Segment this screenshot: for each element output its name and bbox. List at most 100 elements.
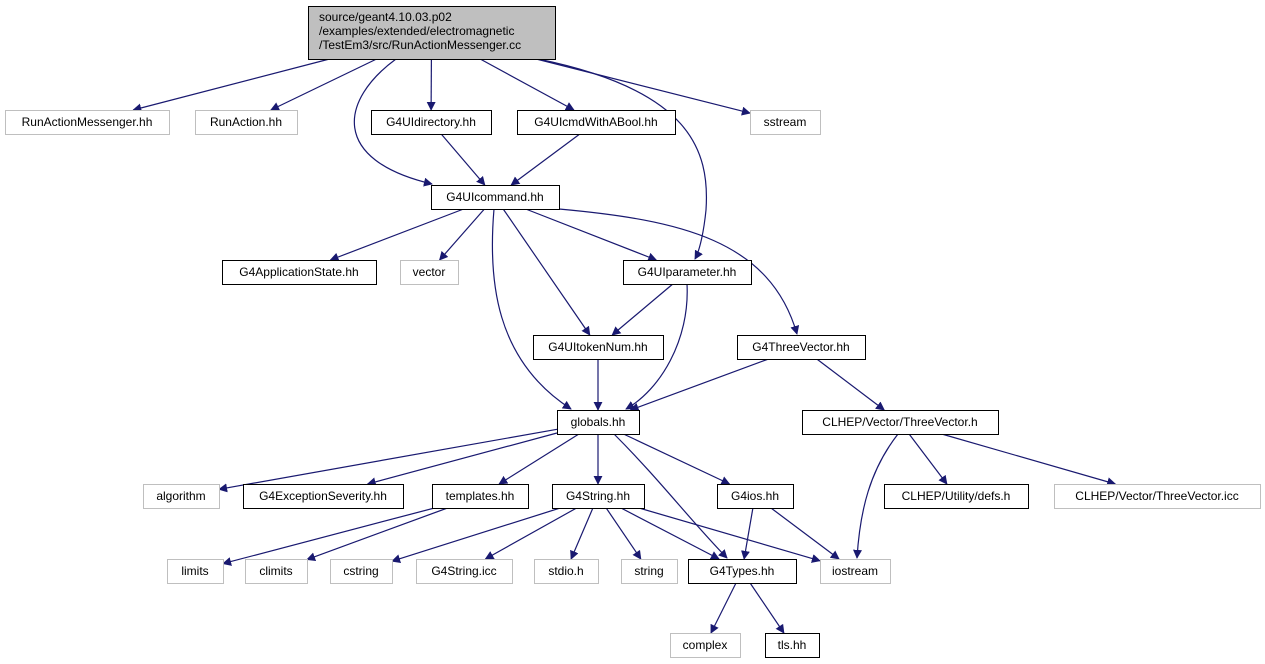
- node-box: [884, 484, 1029, 509]
- node-clhep_threevector_icc: CLHEP/Vector/ThreeVector.icc: [1054, 484, 1261, 509]
- node-label: globals.hh: [571, 415, 626, 429]
- node-limits: limits: [167, 559, 224, 584]
- edges-layer: [132, 58, 1117, 634]
- node-g4exceptionseverity_hh[interactable]: G4ExceptionSeverity.hh: [243, 484, 404, 509]
- node-label: algorithm: [156, 489, 205, 503]
- node-root[interactable]: source/geant4.10.03.p02/examples/extende…: [308, 6, 556, 60]
- edge-templates_hh-to-limits: [222, 507, 435, 566]
- node-box: [330, 559, 393, 584]
- edge-g4threevector_hh-to-globals_hh: [629, 358, 769, 412]
- node-label: G4String.icc: [431, 564, 496, 578]
- node-label: G4ApplicationState.hh: [239, 265, 358, 279]
- node-label: tls.hh: [778, 638, 807, 652]
- node-box: [517, 110, 676, 135]
- node-g4uiparameter_hh[interactable]: G4UIparameter.hh: [623, 260, 752, 285]
- node-label: /examples/extended/electromagnetic: [319, 24, 514, 38]
- node-globals_hh[interactable]: globals.hh: [557, 410, 640, 435]
- edge-globals_hh-to-g4ios_hh: [623, 433, 731, 485]
- edge-root-to-sstream: [536, 58, 751, 116]
- node-box: [143, 484, 220, 509]
- node-label: G4UIdirectory.hh: [386, 115, 476, 129]
- node-box: [688, 559, 797, 584]
- node-g4types_hh[interactable]: G4Types.hh: [688, 559, 797, 584]
- node-g4uicommand_hh[interactable]: G4UIcommand.hh: [431, 185, 560, 210]
- node-string: string: [621, 559, 678, 584]
- node-label: /TestEm3/src/RunActionMessenger.cc: [319, 38, 521, 52]
- node-label: stdio.h: [548, 564, 583, 578]
- edge-g4string_hh-to-cstring: [391, 507, 561, 564]
- node-label: vector: [413, 265, 446, 279]
- edge-g4uicommand_hh-to-g4uiparameter_hh: [525, 208, 658, 262]
- node-label: G4UItokenNum.hh: [548, 340, 647, 354]
- node-stdio_h: stdio.h: [534, 559, 599, 584]
- node-label: source/geant4.10.03.p02: [319, 10, 452, 24]
- node-box: [400, 260, 459, 285]
- node-label: CLHEP/Utility/defs.h: [902, 489, 1011, 503]
- node-box: [623, 260, 752, 285]
- edge-g4string_hh-to-g4string_icc: [484, 507, 577, 560]
- node-box: [222, 260, 377, 285]
- node-box: [670, 633, 741, 658]
- edge-g4types_hh-to-tls_hh: [749, 582, 785, 634]
- edge-g4uiparameter_hh-to-g4uitokennum_hh: [611, 283, 674, 336]
- edge-globals_hh-to-g4types_hh: [613, 433, 728, 559]
- node-box: [737, 335, 866, 360]
- node-g4uidirectory_hh[interactable]: G4UIdirectory.hh: [371, 110, 492, 135]
- edge-templates_hh-to-climits: [306, 507, 448, 562]
- node-box: [820, 559, 891, 584]
- edge-root-to-g4uicommand_hh: [353, 58, 433, 187]
- edge-g4string_hh-to-stdio_h: [570, 507, 594, 560]
- node-box: [557, 410, 640, 435]
- node-label: G4Types.hh: [710, 564, 775, 578]
- node-box: [802, 410, 999, 435]
- node-label: CLHEP/Vector/ThreeVector.h: [822, 415, 977, 429]
- node-tls_hh[interactable]: tls.hh: [765, 633, 820, 658]
- edge-g4uicommand_hh-to-g4applicationstate_hh: [329, 208, 464, 262]
- node-g4string_icc: G4String.icc: [416, 559, 513, 584]
- node-clhep_defs_h[interactable]: CLHEP/Utility/defs.h: [884, 484, 1029, 509]
- edge-g4threevector_hh-to-clhep_threevector_h: [816, 358, 885, 411]
- node-box: [195, 110, 298, 135]
- edge-root-to-g4uiparameter_hh: [537, 58, 708, 260]
- node-g4ios_hh[interactable]: G4ios.hh: [717, 484, 794, 509]
- node-label: RunAction.hh: [210, 115, 282, 129]
- edge-g4string_hh-to-iostream: [638, 507, 821, 563]
- node-clhep_threevector_h[interactable]: CLHEP/Vector/ThreeVector.h: [802, 410, 999, 435]
- node-box: [5, 110, 170, 135]
- node-box: [534, 559, 599, 584]
- node-box: [245, 559, 308, 584]
- node-box: [431, 185, 560, 210]
- node-label: G4String.hh: [566, 489, 630, 503]
- edge-g4ios_hh-to-iostream: [770, 507, 840, 560]
- node-label: iostream: [832, 564, 878, 578]
- node-box: [552, 484, 645, 509]
- node-templates_hh[interactable]: templates.hh: [432, 484, 529, 509]
- node-box: [717, 484, 794, 509]
- node-runaction_hh: RunAction.hh: [195, 110, 298, 135]
- node-box: [432, 484, 529, 509]
- node-label: G4UIcmdWithABool.hh: [534, 115, 657, 129]
- edge-globals_hh-to-g4exceptionseverity_hh: [366, 432, 558, 487]
- edge-clhep_threevector_h-to-clhep_defs_h: [908, 433, 948, 485]
- node-g4applicationstate_hh[interactable]: G4ApplicationState.hh: [222, 260, 377, 285]
- edge-g4uicommand_hh-to-g4uitokennum_hh: [502, 208, 591, 336]
- node-algorithm: algorithm: [143, 484, 220, 509]
- node-label: G4ThreeVector.hh: [752, 340, 849, 354]
- node-label: G4ExceptionSeverity.hh: [259, 489, 387, 503]
- node-box: [416, 559, 513, 584]
- node-climits: climits: [245, 559, 308, 584]
- node-g4uitokennum_hh[interactable]: G4UItokenNum.hh: [533, 335, 664, 360]
- node-label: RunActionMessenger.hh: [22, 115, 153, 129]
- node-box: [533, 335, 664, 360]
- edge-g4string_hh-to-string: [605, 507, 642, 560]
- node-iostream: iostream: [820, 559, 891, 584]
- edge-globals_hh-to-templates_hh: [498, 433, 580, 485]
- node-g4threevector_hh[interactable]: G4ThreeVector.hh: [737, 335, 866, 360]
- node-label: G4ios.hh: [731, 489, 779, 503]
- node-g4string_hh[interactable]: G4String.hh: [552, 484, 645, 509]
- node-box: [1054, 484, 1261, 509]
- node-g4uicmdwithabool_hh[interactable]: G4UIcmdWithABool.hh: [517, 110, 676, 135]
- edge-g4uicommand_hh-to-vector: [439, 208, 485, 261]
- node-cstring: cstring: [330, 559, 393, 584]
- node-label: cstring: [343, 564, 378, 578]
